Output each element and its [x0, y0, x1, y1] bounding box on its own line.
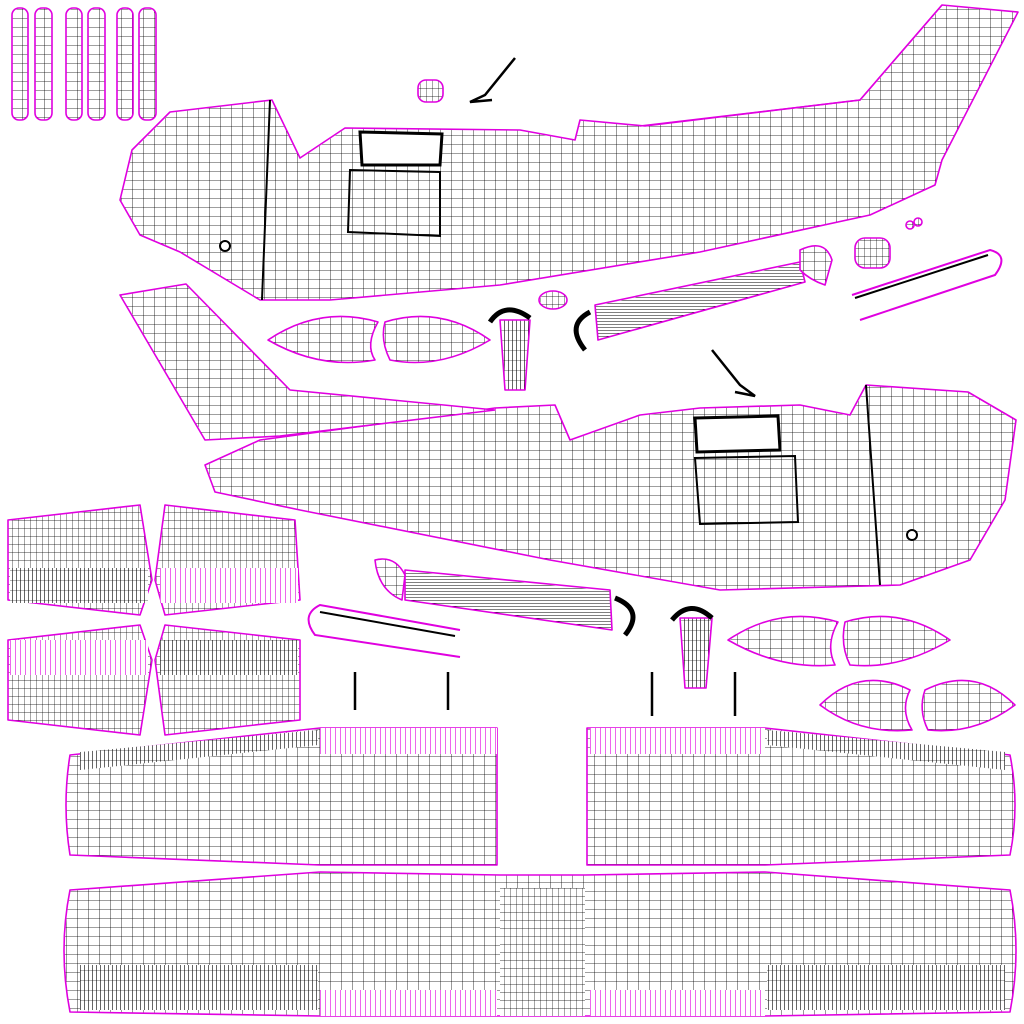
canopy-frames [307, 248, 1003, 658]
exhaust-pipes [374, 244, 833, 689]
propeller-blades [11, 7, 157, 121]
wing-upper-right [586, 727, 1016, 866]
horizontal-stabilizers [7, 504, 301, 736]
wing-upper-left [65, 727, 498, 866]
fuselage-right [204, 384, 1017, 591]
vertical-tail [119, 283, 496, 441]
wing-lower [63, 871, 1017, 1017]
small-fittings [417, 79, 923, 310]
wheel-fairings [267, 315, 1016, 732]
fuselage-left [119, 4, 1019, 301]
antennas [353, 57, 756, 716]
